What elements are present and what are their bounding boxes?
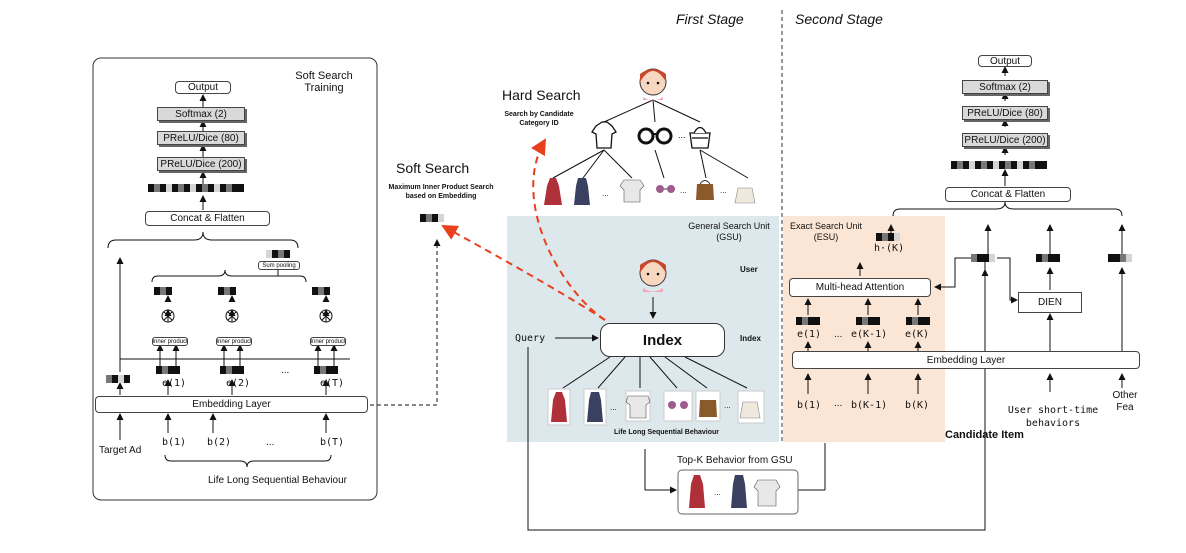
right-output-box: Output [978,55,1032,67]
left-ellipsis-e: ... [281,365,290,376]
target-ad-label: Target Ad [99,445,142,456]
sum-pooling-box: Sum pooling [258,261,300,270]
gsu-lifelong-label: Life Long Sequential Behaviour [614,429,720,436]
esu-eK1-vector [856,317,880,325]
esu-b1-label: b(1) [797,400,822,411]
hard-search-title: Hard Search [502,87,581,103]
right-softmax-box: Softmax (2) [962,80,1048,94]
right-concat-box: Concat & Flatten [945,187,1071,202]
hard-search-subtitle: Search by Candidate Category ID [504,111,574,127]
left-concat-box: Concat & Flatten [145,211,270,226]
svg-text:...: ... [678,130,686,140]
glasses-icon [637,127,673,145]
soft-search-subtitle: Maximum Inner Product Search based on Em… [388,184,494,200]
e1-vector [156,366,180,374]
hk-vector [876,233,900,241]
left-output-box: Output [175,81,231,94]
e2-label: e(2) [226,378,251,389]
svg-text:...: ... [680,186,687,195]
index-box: Index [600,323,725,357]
right-prelu200-box: PReLU/Dice (200) [962,133,1048,147]
svg-text:...: ... [602,189,609,198]
user-short-behaviors-label: User short-time behaviors [1007,405,1099,429]
esu-e1-vector [796,317,820,325]
right-embedding-layer: Embedding Layer [792,351,1140,369]
left-softmax-box: Softmax (2) [157,107,245,121]
shirt-icon [619,179,645,203]
topk-thumbnails: ... [689,475,781,508]
svg-text:...: ... [720,186,727,195]
user-avatar-icon [639,68,667,101]
svg-text:...: ... [714,488,721,497]
weighted-vector-2 [218,287,236,295]
b1-label: b(1) [162,437,187,448]
soft-search-title: Soft Search [396,160,470,176]
other-fea-vector [1108,254,1132,262]
topk-label: Top-K Behavior from GSU [677,455,793,466]
inner-product-box-2: Inner product [216,337,252,346]
soft-search-training-title: Soft Search Training [295,70,353,94]
dress-icon [544,178,562,205]
eT-label: e(T) [320,378,345,389]
other-fea-label: Other Fea [1112,390,1138,413]
bT-label: b(T) [320,437,345,448]
soft-search-vector [420,214,444,222]
second-stage-label: Second Stage [795,11,883,27]
candidate-vector [971,254,995,262]
left-prelu80-box: PReLU/Dice (80) [157,131,245,145]
e1-label: e(1) [162,378,187,389]
inner-product-box-t: Inner product [310,337,346,346]
esu-bK1-label: b(K-1) [851,400,888,411]
bag-icon [696,180,714,200]
esu-eK-vector [906,317,930,325]
eT-vector [314,366,338,374]
esu-title: Exact Search Unit (ESU) [789,221,863,242]
inner-product-box-1: Inner product [152,337,188,346]
esu-eK1-label: e(K-1) [851,329,888,340]
gsu-title: General Search Unit (GSU) [688,221,770,242]
esu-ellipsis-b: ... [834,398,843,409]
product-thumbnails-gsu: ... ... [547,388,765,426]
esu-e1-label: e(1) [797,329,822,340]
tshirt-icon [591,121,617,149]
hk-label: h·(K) [874,243,905,254]
hard-search-arrow [531,138,606,321]
sum-pool-vector [266,250,290,258]
esu-region [783,216,945,442]
weighted-vector-t [312,287,330,295]
b2-label: b(2) [207,437,232,448]
target-ad-embedding-vector [106,375,130,383]
user-avatar-icon [639,259,667,292]
right-prelu80-box: PReLU/Dice (80) [962,106,1048,120]
soft-search-training-panel [92,57,378,501]
weighted-vector-1 [154,287,172,295]
query-label: Query [515,333,546,344]
dress-icon [574,178,590,205]
e2-vector [220,366,244,374]
left-prelu200-box: PReLU/Dice (200) [157,157,245,171]
sunglasses-icon [656,185,675,193]
left-flatten-vector [148,184,244,192]
svg-text:...: ... [724,401,731,410]
handbag-icon [689,126,711,149]
esu-eK-label: e(K) [905,329,930,340]
multihead-attention-box: Multi-head Attention [789,278,931,297]
dien-box: DIEN [1018,292,1082,313]
product-thumbnails-top: ... ... ... [544,178,756,205]
left-ellipsis-b: ... [266,437,275,448]
esu-ellipsis-e: ... [834,329,843,340]
candidate-item-label: Candidate Item [945,429,1024,441]
gsu-user-label: User [740,265,758,274]
bag-icon [734,187,756,204]
dien-output-vector [1036,254,1060,262]
svg-text:...: ... [610,403,617,412]
right-flatten-vector [951,161,1047,169]
first-stage-label: First Stage [676,11,744,27]
left-lifelong-label: Life Long Sequential Behaviour [208,475,347,486]
left-embedding-layer: Embedding Layer [95,396,368,413]
gsu-index-label: Index [740,334,761,343]
esu-bK-label: b(K) [905,400,930,411]
